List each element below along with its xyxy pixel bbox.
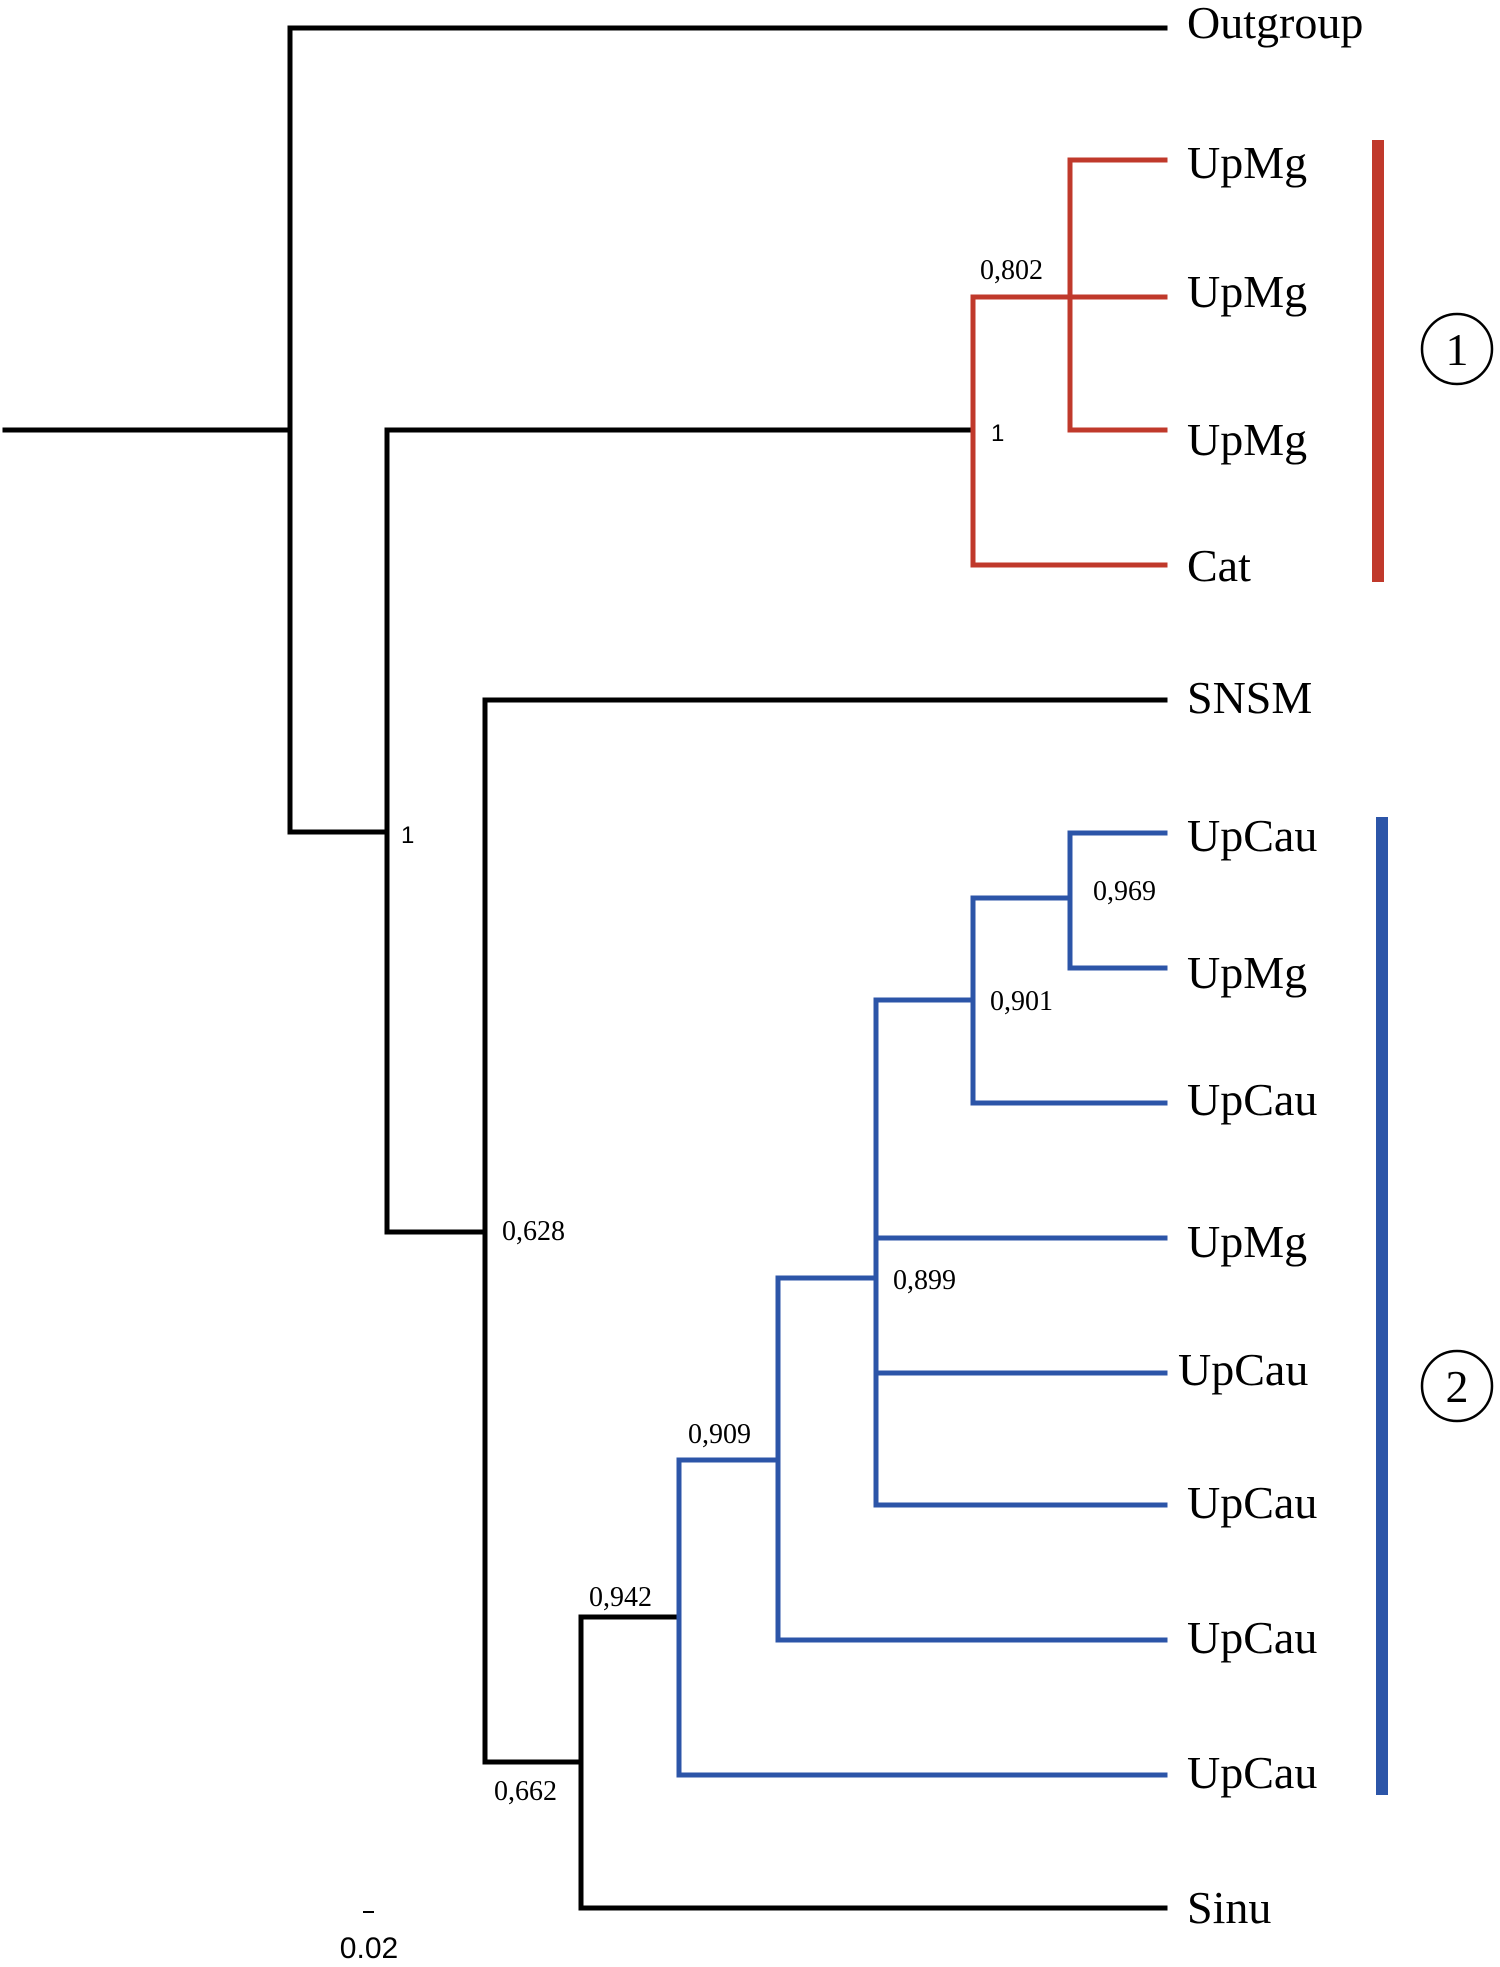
clade1-marker: 1 — [1420, 312, 1494, 386]
support-value: 0,662 — [494, 1776, 557, 1807]
taxon-upcau: UpCau — [1187, 810, 1317, 861]
taxon-upcau: UpCau — [1187, 1612, 1317, 1663]
taxon-upmg: UpMg — [1187, 414, 1307, 465]
support-value: 0,969 — [1093, 876, 1156, 907]
clade2-marker: 2 — [1420, 1349, 1494, 1423]
clade1-branches — [970, 157, 1168, 568]
taxon-upmg: UpMg — [1187, 266, 1307, 317]
support-value: 0,909 — [688, 1419, 751, 1450]
support-value: 1 — [401, 822, 414, 849]
taxon-upcau: UpCau — [1187, 1747, 1317, 1798]
support-values: 0,802 1 1 0,628 0,969 0,901 0,899 0,909 … — [401, 255, 1156, 1807]
taxon-upcau: UpCau — [1187, 1477, 1317, 1528]
taxon-cat: Cat — [1187, 540, 1251, 591]
support-value: 1 — [991, 420, 1004, 447]
clade2-bar — [1376, 817, 1388, 1795]
support-value: 0,802 — [980, 255, 1043, 286]
taxon-labels: Outgroup UpMg UpMg UpMg Cat SNSM UpCau U… — [1178, 0, 1363, 1933]
taxon-upmg: UpMg — [1187, 1216, 1307, 1267]
support-value: 0,942 — [589, 1582, 652, 1613]
taxon-sinu: Sinu — [1187, 1882, 1271, 1933]
clade1-bar — [1372, 140, 1384, 582]
clade2-branches — [676, 830, 1168, 1778]
support-value: 0,901 — [990, 986, 1053, 1017]
taxon-upcau: UpCau — [1187, 1074, 1317, 1125]
backbone-branches — [2, 25, 1168, 1911]
scale-bar-label: 0.02 — [340, 1932, 398, 1965]
taxon-snsm: SNSM — [1187, 672, 1312, 723]
taxon-upcau: UpCau — [1178, 1344, 1308, 1395]
clade1-number: 1 — [1446, 324, 1469, 375]
taxon-upmg: UpMg — [1187, 947, 1307, 998]
scale-bar: 0.02 — [340, 1911, 398, 1965]
support-value: 0,899 — [893, 1265, 956, 1296]
clade2-number: 2 — [1446, 1361, 1469, 1412]
support-value: 0,628 — [502, 1216, 565, 1247]
taxon-outgroup: Outgroup — [1187, 0, 1363, 48]
taxon-upmg: UpMg — [1187, 137, 1307, 188]
